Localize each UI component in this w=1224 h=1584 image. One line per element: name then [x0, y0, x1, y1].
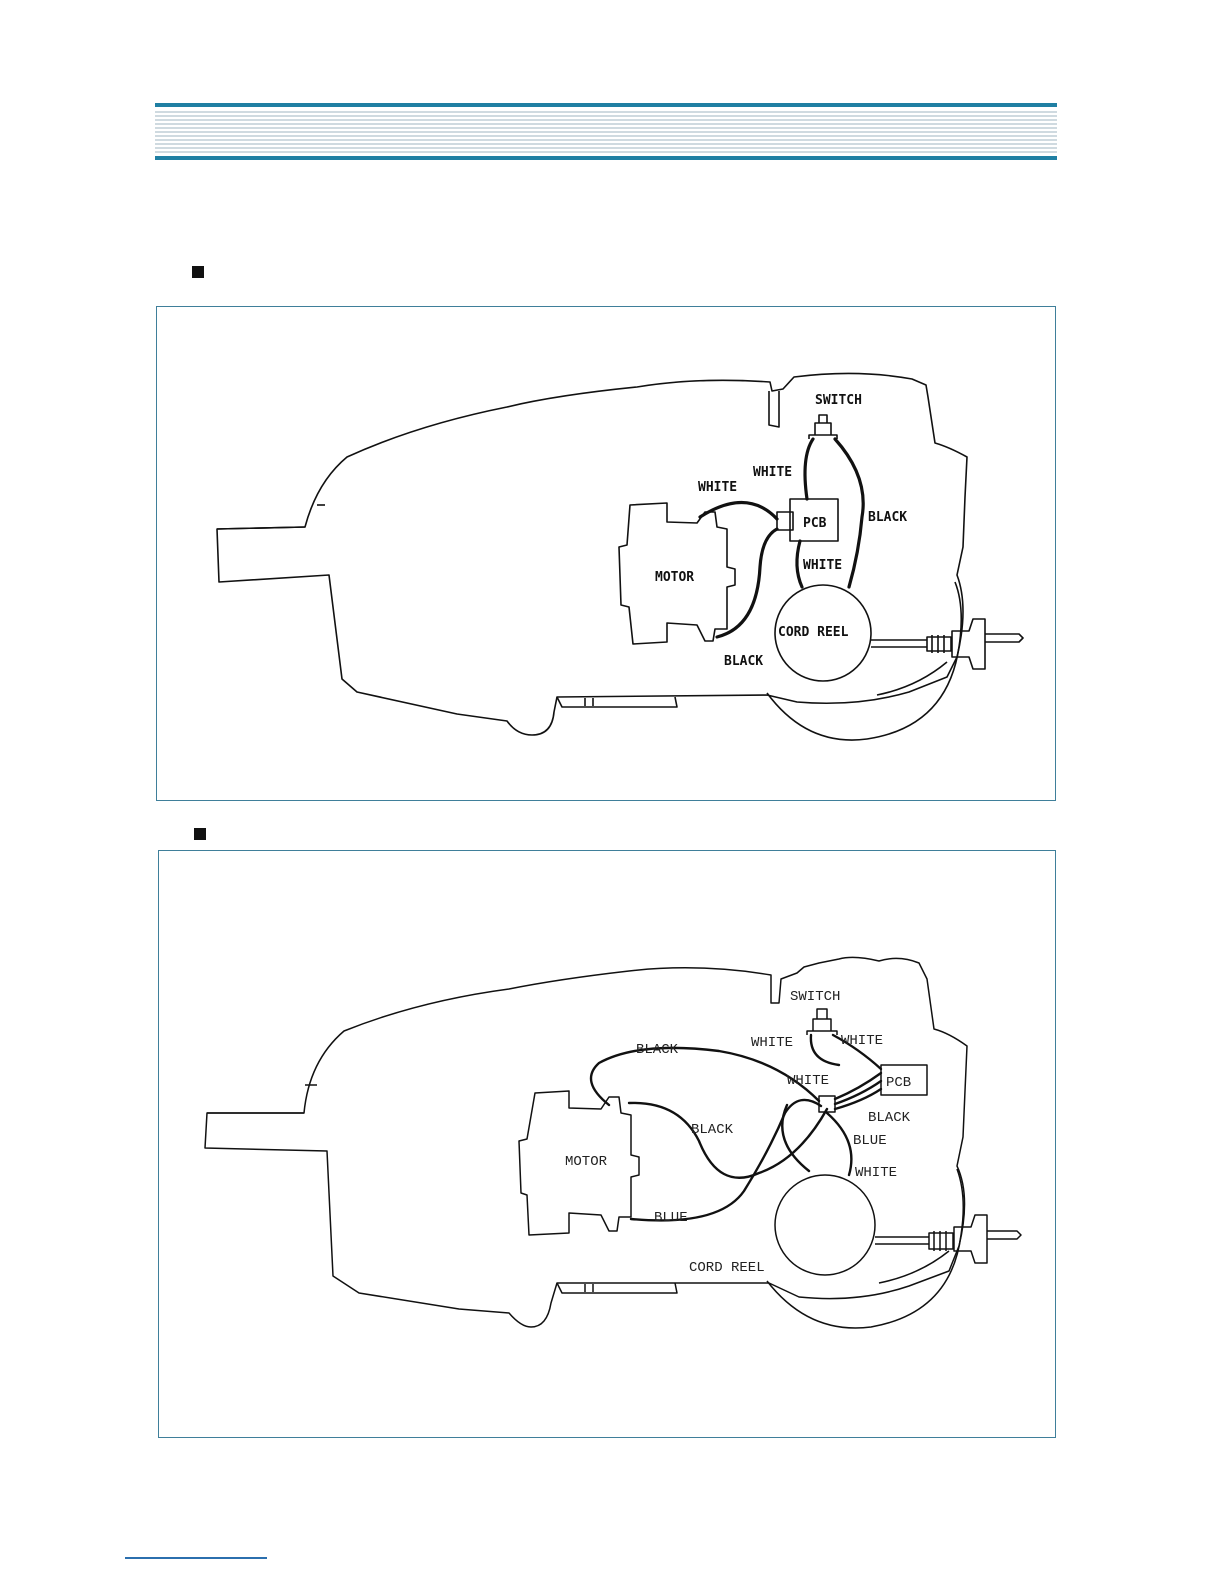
label-white-switch-right: WHITE [841, 1033, 883, 1049]
wire-bundle-pcb-3 [835, 1089, 881, 1109]
label-black-right: BLACK [868, 510, 907, 525]
label-white-switch-left: WHITE [751, 1035, 793, 1051]
plug [954, 1215, 987, 1263]
wire-white-switch-left [811, 1035, 839, 1065]
label-black-mid: BLACK [691, 1122, 734, 1138]
wiring-diagram-1: SWITCH WHITE WHITE PCB BLACK WHITE MOTOR… [157, 307, 1057, 802]
wiring-diagram-panel-2: SWITCH WHITE WHITE BLACK WHITE PCB BLACK… [158, 850, 1056, 1438]
switch-body [807, 1009, 837, 1035]
label-black-bottom: BLACK [724, 654, 763, 669]
label-switch: SWITCH [790, 989, 840, 1005]
label-black-pcb: BLACK [868, 1110, 911, 1126]
square-bullet-icon [194, 828, 206, 840]
wire-blue-bottom [631, 1100, 821, 1221]
label-blue-pcb: BLUE [853, 1133, 887, 1149]
label-motor: MOTOR [565, 1154, 608, 1170]
wire-white-pcb-reel [797, 541, 802, 587]
label-cord-reel: CORD REEL [689, 1260, 765, 1276]
wire-black-mid [629, 1103, 827, 1178]
label-white-left: WHITE [698, 480, 737, 495]
label-pcb: PCB [886, 1075, 911, 1091]
switch-body [809, 415, 837, 439]
wheel-arc [767, 582, 961, 740]
wire-white-motor-pcb [700, 502, 777, 519]
cord-reel-circle [775, 1175, 875, 1275]
label-pcb: PCB [803, 516, 827, 531]
header-band [155, 103, 1057, 161]
wire-black-motor-pcb [717, 529, 777, 637]
label-cord-reel: CORD REEL [778, 625, 849, 640]
wire-black-top [591, 1048, 819, 1105]
label-white-pcb: WHITE [787, 1073, 829, 1089]
label-motor: MOTOR [655, 570, 694, 585]
cleaner-body-outline [217, 373, 967, 735]
wire-white-reel [827, 1113, 851, 1175]
square-bullet-icon [192, 266, 204, 278]
footer-rule [125, 1557, 267, 1559]
label-white-mid: WHITE [803, 558, 842, 573]
label-blue-bottom: BLUE [654, 1210, 688, 1226]
label-black-top: BLACK [636, 1042, 679, 1058]
label-switch: SWITCH [815, 393, 862, 408]
wiring-diagram-2: SWITCH WHITE WHITE BLACK WHITE PCB BLACK… [159, 851, 1057, 1439]
wiring-diagram-panel-1: SWITCH WHITE WHITE PCB BLACK WHITE MOTOR… [156, 306, 1056, 801]
wire-white-switch-pcb [805, 439, 813, 499]
label-white-top: WHITE [753, 465, 792, 480]
label-white-reel: WHITE [855, 1165, 897, 1181]
